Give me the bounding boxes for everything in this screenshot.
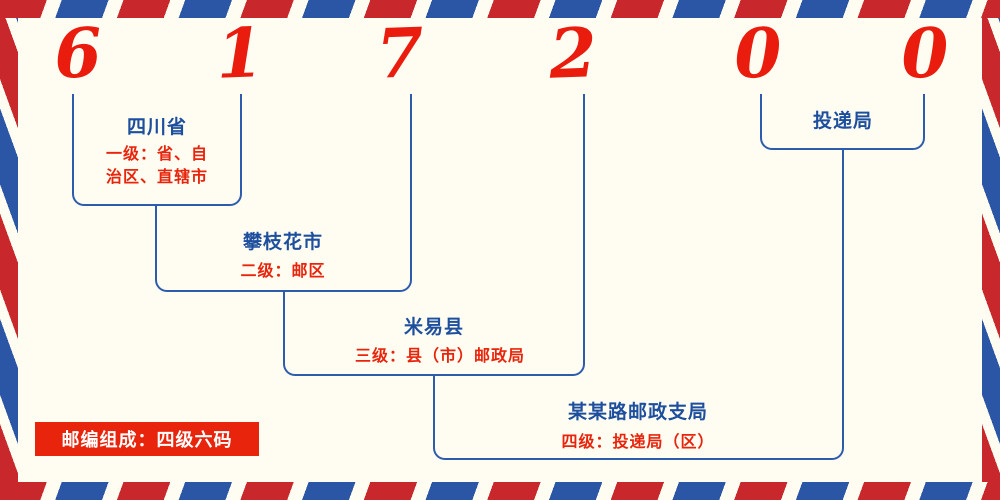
postal-code-composition-label: 邮编组成：四级六码 [61, 430, 233, 450]
line-digit3-drop [410, 94, 412, 206]
level1-desc: 一级：省、自治区、直辖市 [105, 146, 208, 187]
delivery-office-name: 投递局 [812, 111, 874, 132]
postal-digit-5: 0 [732, 13, 784, 95]
level3-desc: 三级：县（市）邮政局 [354, 348, 526, 365]
level4-desc: 四级：投递局（区） [561, 434, 715, 451]
postal-digit-3: 7 [374, 13, 426, 95]
bracket-level3 [283, 292, 585, 376]
level2-name: 攀枝花市 [242, 232, 324, 253]
postal-digit-2: 1 [214, 13, 266, 95]
postal-code-composition-banner: 邮编组成：四级六码 [35, 422, 259, 456]
bracket-delivery-office [760, 94, 925, 150]
airmail-border-bottom [0, 482, 1000, 500]
postal-digit-6: 0 [899, 13, 951, 95]
postal-digit-1: 6 [52, 13, 104, 95]
level4-name: 某某路邮政支局 [567, 402, 709, 423]
level2-desc: 二级：邮区 [240, 263, 326, 280]
airmail-border-left [0, 0, 18, 500]
bracket-level2 [155, 206, 412, 292]
bracket-level4 [433, 376, 844, 460]
line-delivery-drop [842, 150, 844, 376]
airmail-border-top [0, 0, 1000, 18]
bracket-level1 [72, 94, 242, 206]
postal-digit-4: 2 [547, 13, 599, 95]
airmail-border-right [982, 0, 1000, 500]
level3-name: 米易县 [403, 317, 465, 338]
level1-name: 四川省 [126, 117, 188, 138]
line-digit4-drop [583, 94, 585, 292]
